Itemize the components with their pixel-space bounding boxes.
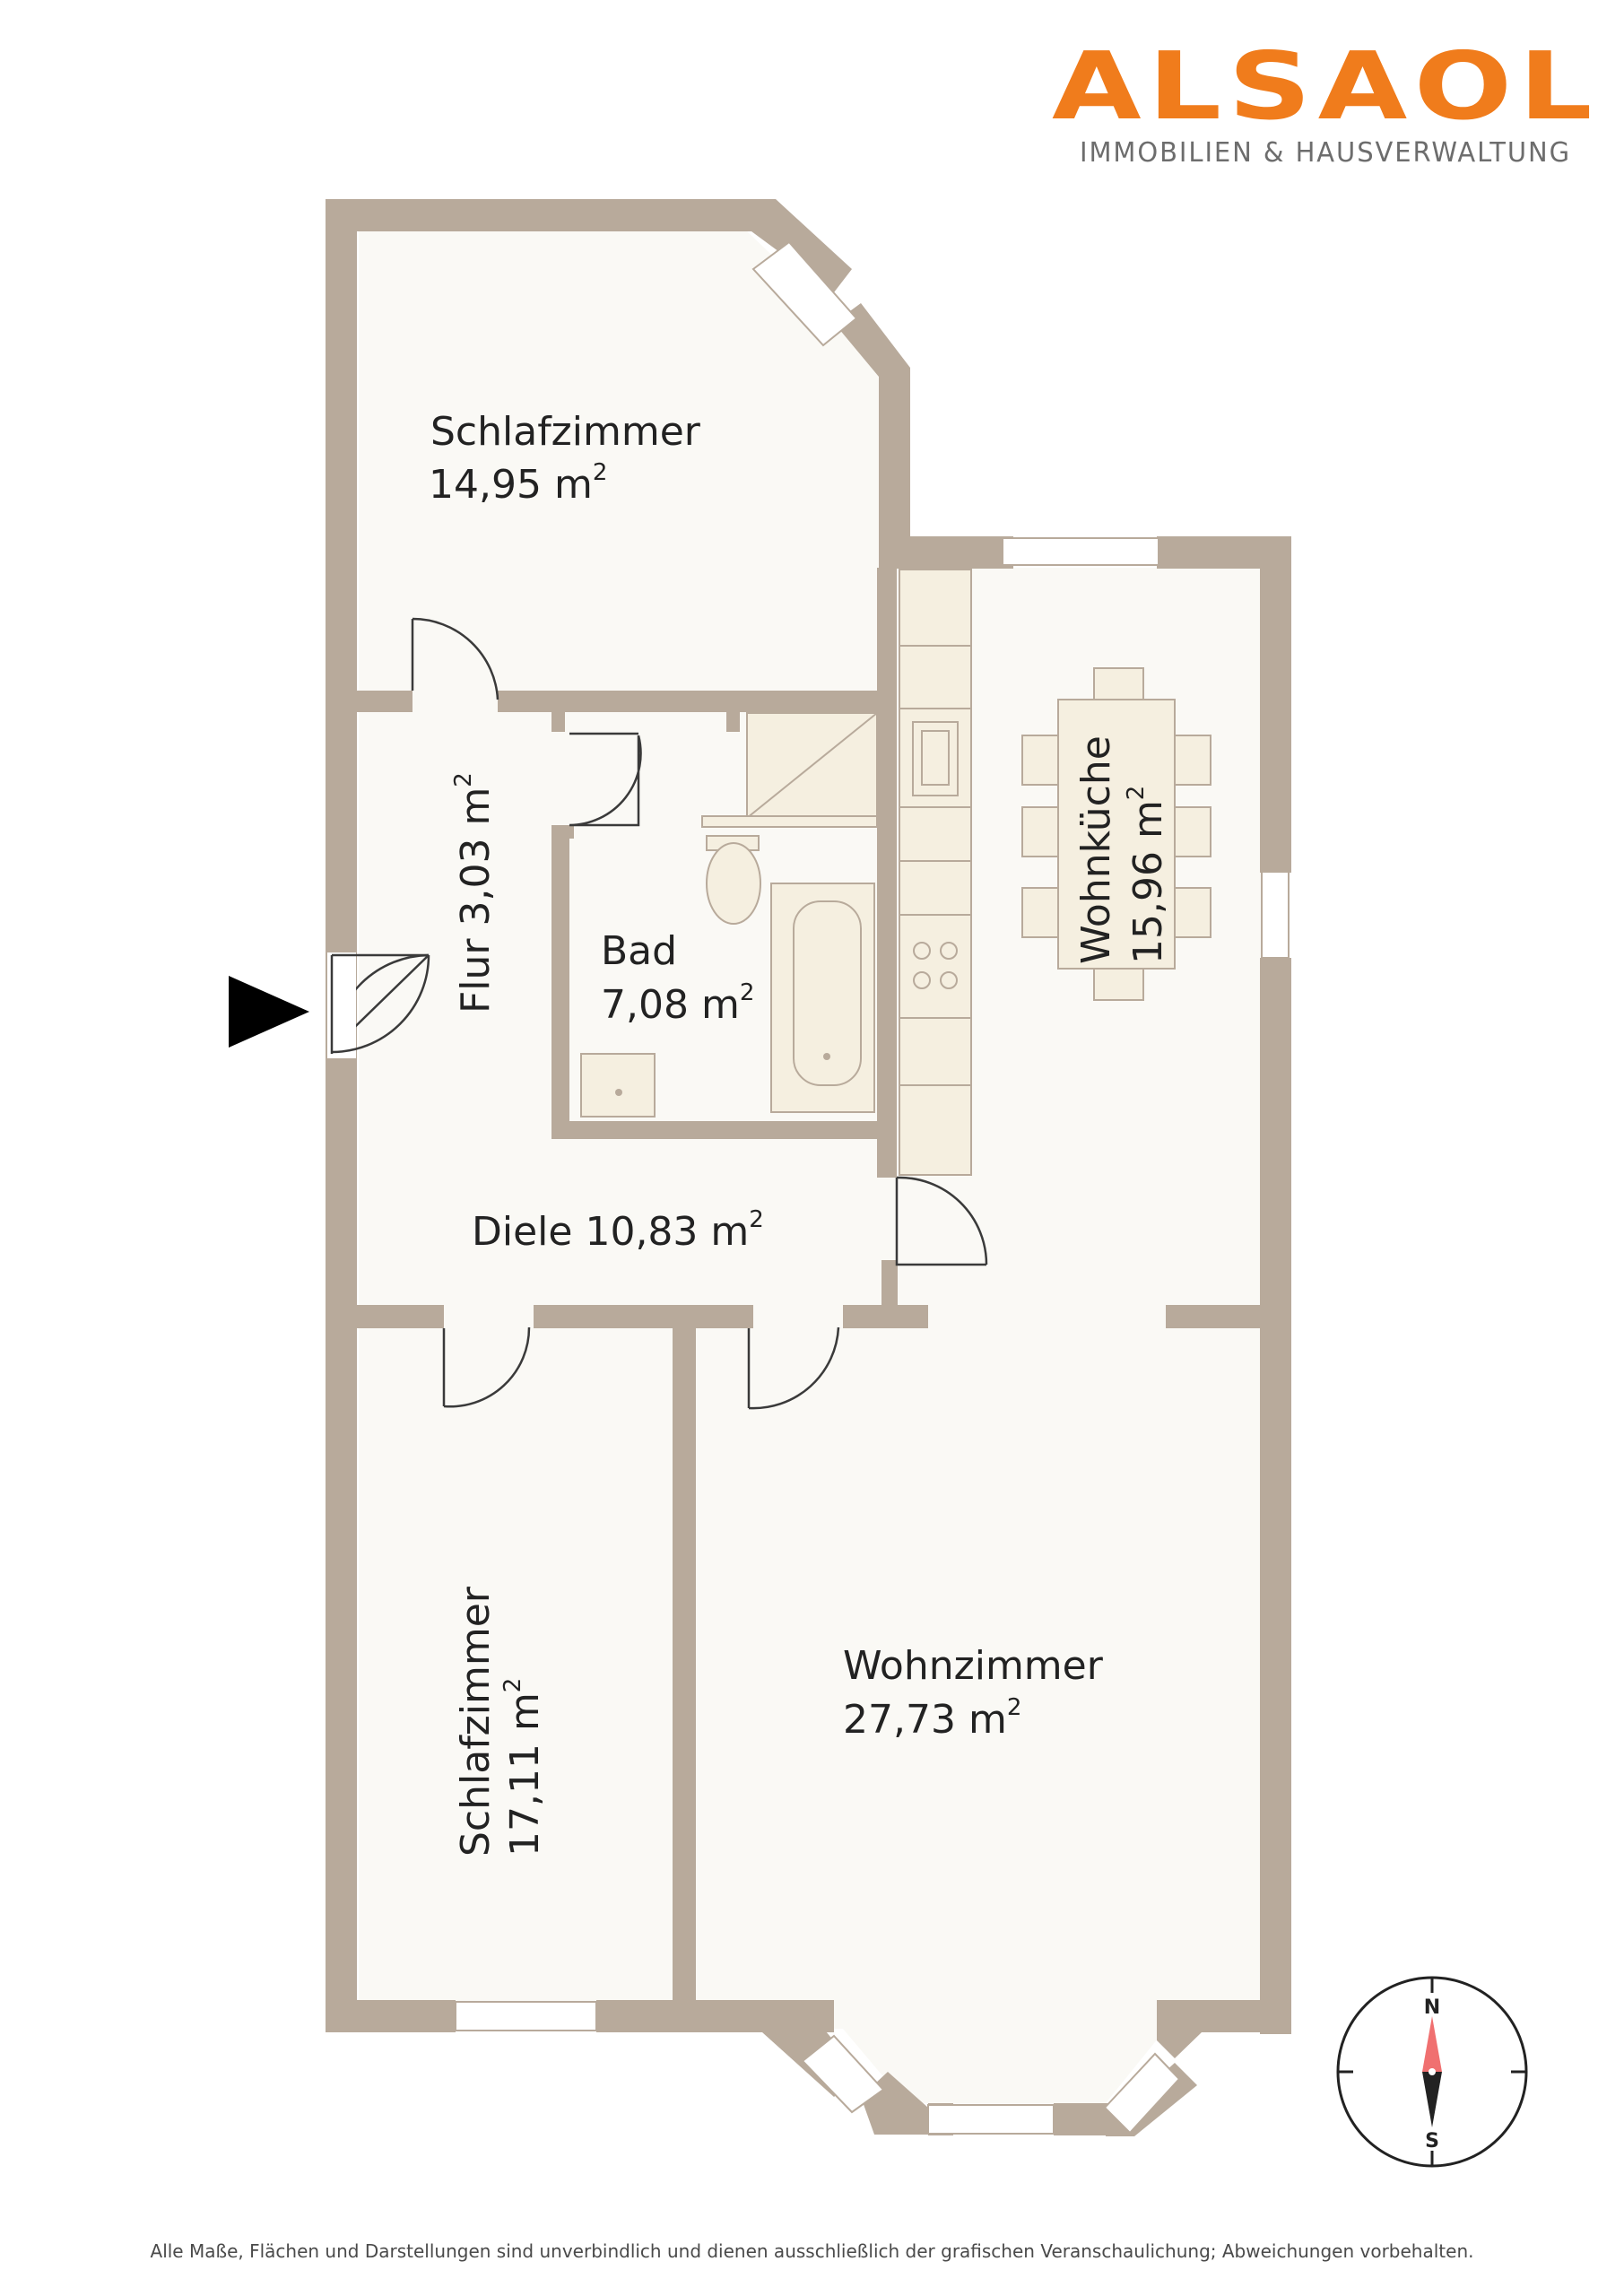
compass-north-label: N: [1424, 1996, 1440, 2019]
compass-needle-north: [1422, 2016, 1442, 2072]
doors: [327, 617, 988, 1410]
room-name-schlafzimmer-2: Schlafzimmer: [453, 1586, 499, 1857]
kitchen-counter: [899, 569, 972, 1176]
windows: [455, 240, 1290, 2135]
room-area-schlafzimmer-2: 17,11 m2: [499, 1678, 548, 1857]
compass-south-label: S: [1425, 2130, 1439, 2152]
dining-table: [1021, 667, 1211, 1001]
kitchen-fixtures: [899, 569, 972, 1176]
stove-burner: [913, 942, 931, 960]
room-labels: Schlafzimmer 14,95 m2 Flur 3,03 m2 Bad 7…: [429, 409, 1171, 1857]
compass-needle-south: [1422, 2072, 1442, 2127]
room-area-wohnkueche: 15,96 m2: [1123, 786, 1171, 964]
room-name-wohnzimmer: Wohnzimmer: [843, 1643, 1104, 1689]
room-name-wohnkueche: Wohnküche: [1073, 735, 1119, 964]
disclaimer-text: Alle Maße, Flächen und Darstellungen sin…: [150, 2240, 1474, 2262]
room-label-diele: Diele 10,83 m2: [472, 1206, 764, 1255]
room-area-wohnzimmer: 27,73 m2: [843, 1694, 1021, 1743]
interior-walls: [354, 568, 1264, 2000]
room-area-bad: 7,08 m2: [601, 979, 754, 1028]
room-area-schlafzimmer-1: 14,95 m2: [429, 459, 607, 508]
logo-brand: ALSAOL: [1052, 31, 1599, 141]
room-label-flur: Flur 3,03 m2: [450, 772, 499, 1013]
entrance-arrow: [229, 976, 309, 1048]
room-name-schlafzimmer-1: Schlafzimmer: [430, 409, 701, 455]
exterior-walls: [326, 199, 1291, 2136]
logo-subtitle: IMMOBILIEN & HAUSVERWALTUNG: [1080, 137, 1571, 169]
bathroom-fixtures: [580, 712, 878, 1118]
company-logo: ALSAOL IMMOBILIEN & HAUSVERWALTUNG: [1052, 31, 1599, 169]
sink: [580, 1053, 656, 1118]
compass: N S: [1336, 1976, 1528, 2168]
room-name-bad: Bad: [601, 928, 677, 974]
